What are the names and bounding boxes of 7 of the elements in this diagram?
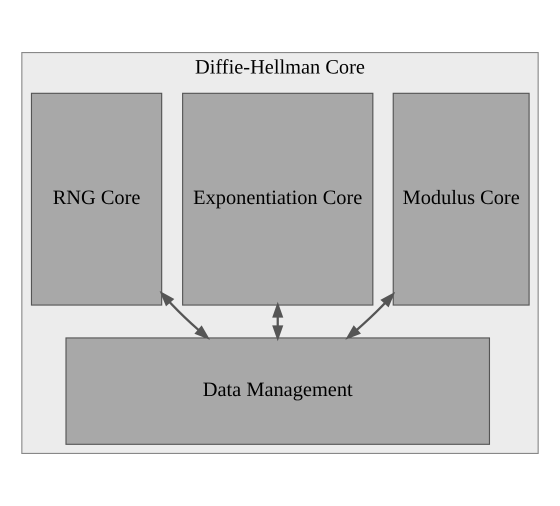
arrow	[345, 292, 396, 340]
arrow	[272, 302, 284, 342]
node-box: Data Management	[65, 337, 490, 445]
arrow	[160, 290, 210, 340]
node-box: Modulus Core	[392, 92, 530, 306]
node-box: Exponentiation Core	[182, 92, 374, 306]
node-box: RNG Core	[30, 92, 162, 306]
